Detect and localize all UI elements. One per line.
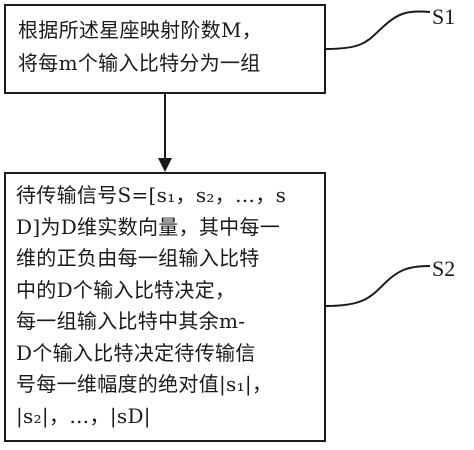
step1-text-line: 根据所述星座映射阶数M， <box>18 18 263 42</box>
step2-text-line: D]为D维实数向量，其中每一 <box>16 214 281 239</box>
step2-text-line: D个输入比特决定待传输信 <box>16 340 256 365</box>
step-box-s2: 待传输信号S=[s₁，s₂，…，s D]为D维实数向量，其中每一 维的正负由每一… <box>4 172 326 442</box>
step2-text-line: 号每一维幅度的绝对值|s₁|， <box>16 372 273 396</box>
step-label-s1: S1 <box>432 4 456 29</box>
step2-text-line: 维的正负由每一组输入比特 <box>16 246 260 270</box>
step-label-s2: S2 <box>432 256 456 281</box>
step2-text-line: 每一组输入比特中其余m- <box>16 309 246 333</box>
step-box-s1: 根据所述星座映射阶数M， 将每m个输入比特分为一组 <box>4 4 326 94</box>
step2-text-line: |s₂|，…，|sD| <box>16 403 151 428</box>
s1-leader-line <box>325 10 431 50</box>
step2-text-line: 待传输信号S=[s₁，s₂，…，s <box>16 183 287 207</box>
step1-text-line: 将每m个输入比特分为一组 <box>18 51 261 75</box>
s2-leader-line <box>325 265 431 307</box>
step2-text-line: 中的D个输入比特决定， <box>16 277 236 302</box>
flow-arrow-head <box>158 158 172 172</box>
